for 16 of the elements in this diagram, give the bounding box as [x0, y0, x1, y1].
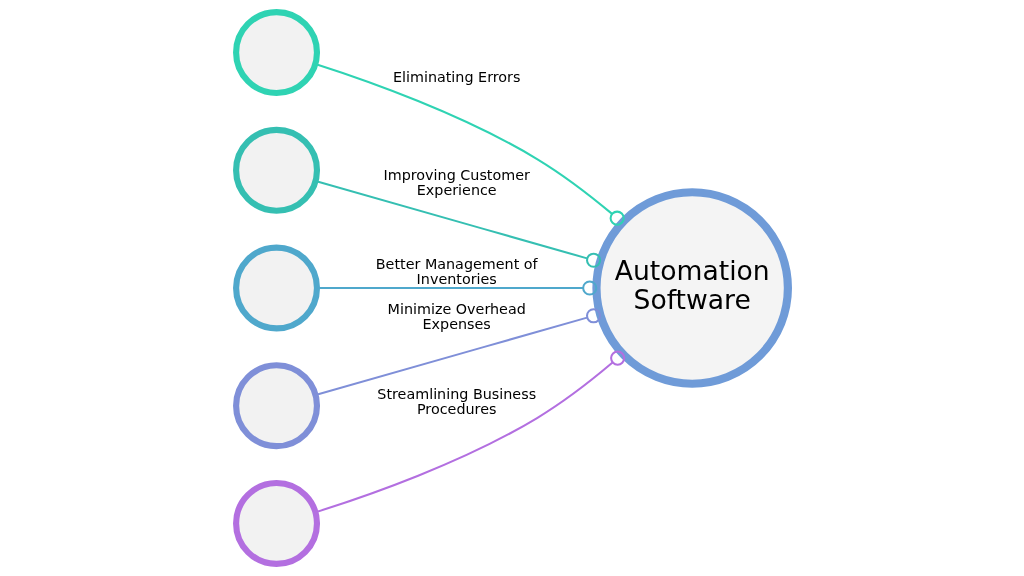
connector [315, 180, 602, 268]
connector [315, 63, 625, 226]
node-circle [233, 479, 321, 567]
node-circle [233, 9, 321, 97]
node-circle [233, 126, 321, 214]
connector [317, 280, 598, 296]
connector [315, 350, 626, 514]
edge-label: Eliminating Errors [392, 69, 521, 86]
edge-label: Better Management of Inventories [375, 255, 538, 288]
node-circle [233, 244, 321, 332]
edge-label: Improving Customer Experience [383, 166, 530, 199]
edge-label: Streamlining Business Procedures [377, 385, 537, 418]
node-circle [233, 362, 321, 450]
node-circle: Automation Software [592, 188, 792, 388]
connector [315, 308, 602, 396]
edge-label: Minimize Overhead Expenses [387, 300, 526, 333]
